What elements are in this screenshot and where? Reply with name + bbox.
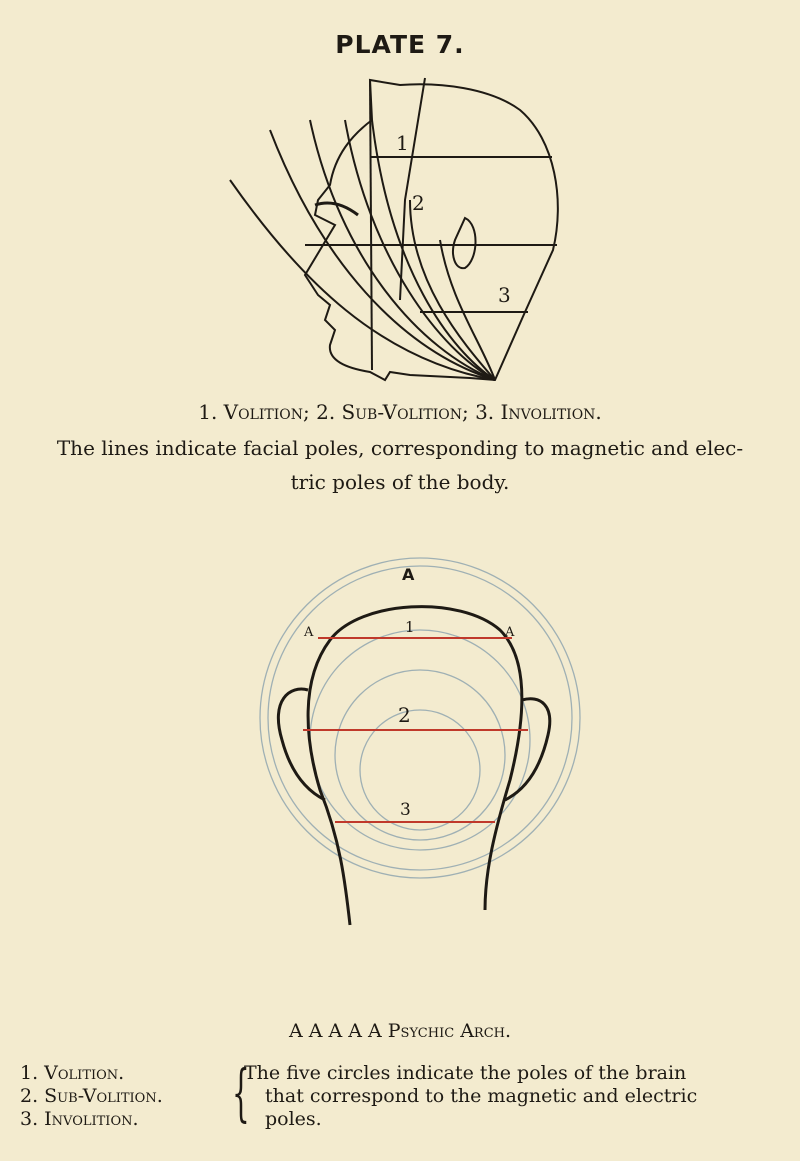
- legend-brace: {: [232, 1056, 250, 1129]
- legend-sub-volition: 2. Sub-Volition.: [20, 1085, 163, 1107]
- left-ear: [276, 687, 326, 802]
- figure1-label-2: 2: [412, 191, 425, 215]
- head-outline: [303, 78, 559, 382]
- head-back-outline: [306, 605, 524, 926]
- plate-title: PLATE 7.: [335, 30, 465, 59]
- pole-label-3: 3: [400, 800, 411, 820]
- pole-label-2: 2: [398, 703, 411, 727]
- legend-volition: 1. Volition.: [20, 1062, 125, 1084]
- legend-involition: 3. Involition.: [20, 1108, 139, 1130]
- right-ear: [504, 697, 552, 802]
- figure1-description-line2: tric poles of the body.: [290, 470, 510, 494]
- figure1-caption: 1. Volition; 2. Sub-Volition; 3. Involit…: [198, 400, 602, 424]
- figure1-label-3: 3: [498, 283, 511, 307]
- circles-description-line1: The five circles indicate the poles of t…: [244, 1062, 687, 1084]
- arch-label-right: A: [504, 625, 515, 640]
- psychic-arch-caption: A A A A A Psychic Arch.: [288, 1020, 512, 1042]
- head-back-drawing: [276, 605, 552, 926]
- head-profile-drawing: [229, 77, 559, 382]
- circles-description-line3: poles.: [265, 1108, 322, 1130]
- arch-label-left: A: [303, 625, 314, 640]
- figure1-label-1: 1: [396, 131, 409, 155]
- figure1-description-line1: The lines indicate facial poles, corresp…: [56, 436, 744, 460]
- arch-label-top: A: [402, 565, 415, 584]
- pole-lines-red: [303, 637, 528, 823]
- pole-label-1: 1: [405, 618, 415, 636]
- circles-description-line2: that correspond to the magnetic and elec…: [265, 1085, 698, 1107]
